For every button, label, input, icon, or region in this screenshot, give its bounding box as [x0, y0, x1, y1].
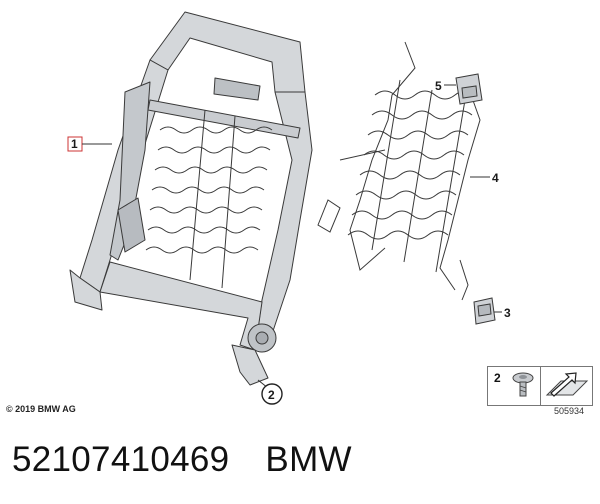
- diagram-image-code: 505934: [554, 406, 585, 416]
- brand-name: BMW: [265, 440, 352, 479]
- callout-1: 1: [67, 136, 112, 152]
- callout-5-label: 5: [435, 79, 442, 93]
- callout-2-label: 2: [268, 388, 275, 402]
- callout-5: 5: [435, 79, 456, 93]
- bracket-part: [455, 73, 483, 105]
- callout-3-label: 3: [504, 306, 511, 320]
- screw-icon: [512, 372, 534, 397]
- legend-divider: [540, 367, 541, 405]
- arrow-symbol-icon: [545, 372, 589, 397]
- callout-2-circle: 2: [257, 379, 283, 405]
- backrest-frame: [69, 11, 313, 386]
- parts-legend: 2: [487, 366, 593, 406]
- footer-caption: 52107410469 BMW: [12, 440, 352, 480]
- frame-springs: [145, 109, 273, 289]
- part-number: 52107410469: [12, 440, 230, 479]
- copyright-notice: © 2019 BMW AG: [6, 404, 76, 414]
- callout-4-label: 4: [492, 171, 499, 185]
- callout-3: 3: [494, 306, 511, 320]
- legend-number: 2: [494, 371, 501, 385]
- callout-1-label: 1: [71, 137, 78, 151]
- clip-part: [473, 297, 496, 325]
- parts-diagram: 1 2 3 4 5: [67, 11, 511, 405]
- spring-mat: [317, 41, 481, 301]
- callout-4: 4: [470, 171, 499, 185]
